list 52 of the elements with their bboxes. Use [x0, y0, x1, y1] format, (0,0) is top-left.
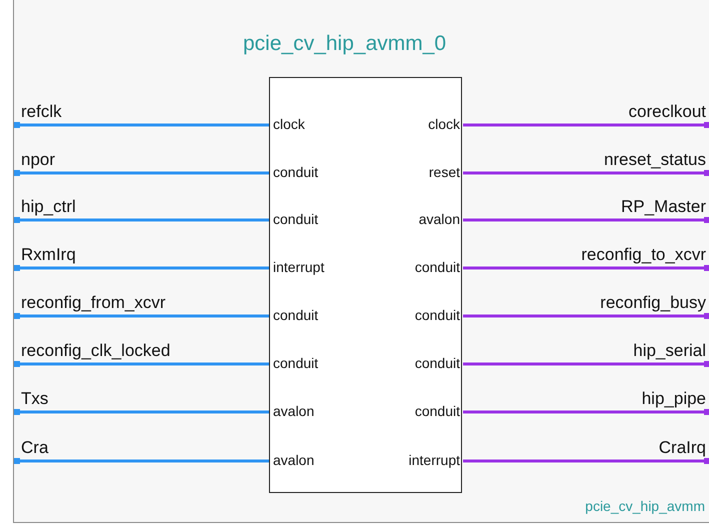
signal-line	[463, 122, 709, 128]
signal-name: reconfig_to_xcvr	[581, 246, 706, 264]
component-panel	[13, 0, 709, 523]
signal-name: Cra	[21, 439, 48, 457]
signal-name: Txs	[21, 390, 48, 408]
signal-line	[14, 265, 270, 271]
instance-name: pcie_cv_hip_avmm_0	[243, 32, 446, 56]
port-name: conduit	[270, 164, 360, 180]
signal-name: refclk	[21, 103, 62, 121]
signal-line	[463, 265, 709, 271]
port-name: avalon	[370, 211, 460, 227]
port-name: reset	[370, 164, 460, 180]
port-name: conduit	[370, 307, 460, 323]
signal-name: reconfig_from_xcvr	[21, 294, 166, 312]
port-name: conduit	[370, 259, 460, 275]
signal-line	[14, 217, 270, 223]
port-name: clock	[270, 116, 360, 132]
signal-line	[14, 458, 270, 464]
signal-line	[463, 409, 709, 415]
signal-name: hip_serial	[633, 342, 706, 360]
port-name: interrupt	[270, 259, 360, 275]
signal-name: nreset_status	[604, 151, 706, 169]
signal-line	[14, 409, 270, 415]
signal-line	[14, 313, 270, 319]
signal-line	[463, 361, 709, 367]
signal-name: hip_pipe	[642, 390, 706, 408]
signal-line	[463, 313, 709, 319]
port-name: conduit	[370, 403, 460, 419]
port-name: clock	[370, 116, 460, 132]
signal-name: coreclkout	[628, 103, 706, 121]
signal-line	[14, 122, 270, 128]
signal-name: RxmIrq	[21, 246, 76, 264]
component-type-name: pcie_cv_hip_avmm	[585, 498, 705, 514]
module-box	[269, 77, 462, 493]
signal-name: RP_Master	[620, 198, 706, 216]
signal-line	[463, 458, 709, 464]
signal-name: CraIrq	[658, 439, 706, 457]
signal-line	[463, 217, 709, 223]
port-name: avalon	[270, 403, 360, 419]
signal-line	[14, 170, 270, 176]
port-name: conduit	[270, 355, 360, 371]
signal-line	[463, 170, 709, 176]
signal-name: npor	[21, 151, 56, 169]
signal-name: reconfig_clk_locked	[21, 342, 170, 360]
port-name: avalon	[270, 452, 360, 468]
signal-name: hip_ctrl	[21, 198, 76, 216]
port-name: interrupt	[370, 452, 460, 468]
signal-name: reconfig_busy	[600, 294, 706, 312]
port-name: conduit	[370, 355, 460, 371]
signal-line	[14, 361, 270, 367]
port-name: conduit	[270, 211, 360, 227]
port-name: conduit	[270, 307, 360, 323]
